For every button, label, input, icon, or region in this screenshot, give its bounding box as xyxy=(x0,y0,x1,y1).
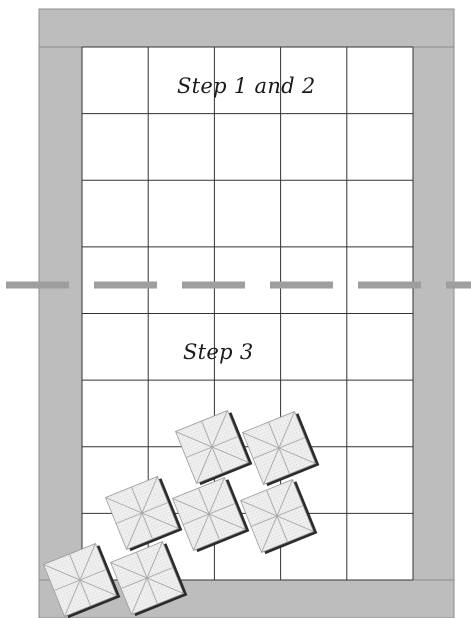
frame-left-border xyxy=(39,47,82,580)
step-1-2-label: Step 1 and 2 xyxy=(177,74,316,98)
step-3-label: Step 3 xyxy=(183,340,254,364)
frame-right-border xyxy=(413,47,454,580)
frame-top-border xyxy=(39,9,454,47)
